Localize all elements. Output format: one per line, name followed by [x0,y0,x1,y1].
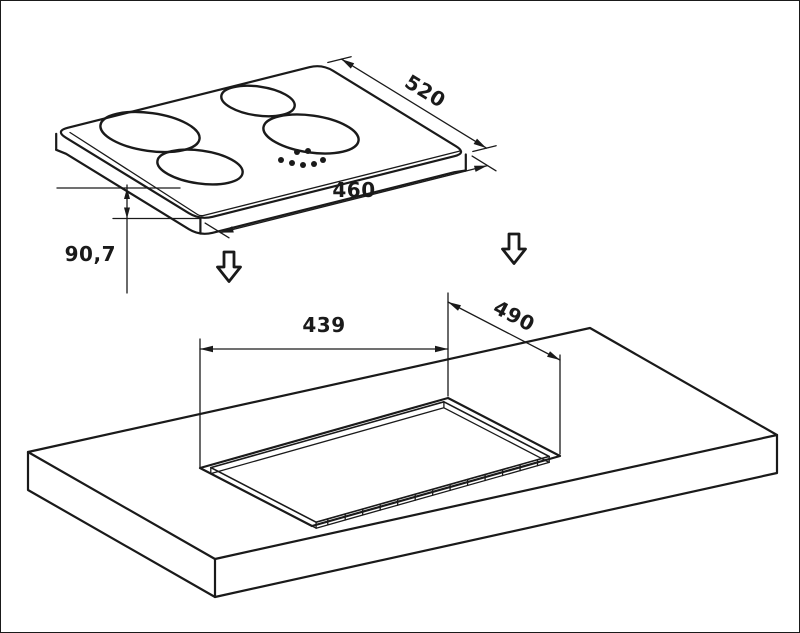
arrowhead-up [124,188,130,199]
control-dot [278,157,284,163]
worktop: 439 490 [26,292,779,599]
arrowhead-upper [341,59,355,69]
dimension-cutout-width: 439 [199,292,449,468]
hob: 520 460 90,7 [55,56,497,294]
burner-back-right [220,84,296,118]
arrowhead-upper [448,302,461,311]
extension-line [471,155,497,172]
cutout-corner-connectors [210,401,550,529]
dimension-line [219,164,489,234]
dim-label-hob-width: 460 [332,178,375,202]
arrowhead-right [435,345,448,353]
control-dots [278,148,326,168]
dim-label-hob-height: 90,7 [65,242,116,266]
cutout-front-hatch-ticks [327,459,539,526]
arrowhead-left [200,345,213,353]
extension-line [204,222,230,239]
burner-back-left [99,110,201,154]
arrowhead-lower [547,351,560,360]
down-arrow-icon [501,232,527,265]
down-arrow-icon [216,250,242,283]
dim-label-hob-depth: 520 [401,70,450,113]
dimension-hob-width: 460 [204,155,497,239]
arrowhead-lower [473,138,487,149]
arrowhead-right [474,165,488,172]
extension-line [327,56,352,64]
mounting-direction-arrows [216,232,527,283]
dim-label-cutout-width: 439 [302,313,345,337]
arrowhead-down [124,207,130,219]
control-dot [289,160,295,166]
control-dot [300,162,306,168]
arrowhead-left [220,226,234,233]
control-dot [305,148,311,154]
extension-line [472,145,497,153]
dimension-line [340,58,488,149]
hob-top-face [59,65,463,219]
hob-glass-front-rim [69,131,462,217]
dimension-line [447,301,561,361]
control-dot [311,161,317,167]
control-dot [320,157,326,163]
dim-label-cutout-depth: 490 [490,295,539,336]
worktop-top-face [26,326,779,561]
dimension-hob-height: 90,7 [56,184,201,294]
worktop-cutout [198,396,562,529]
control-dot [294,149,300,155]
burner-front-left [156,148,244,186]
